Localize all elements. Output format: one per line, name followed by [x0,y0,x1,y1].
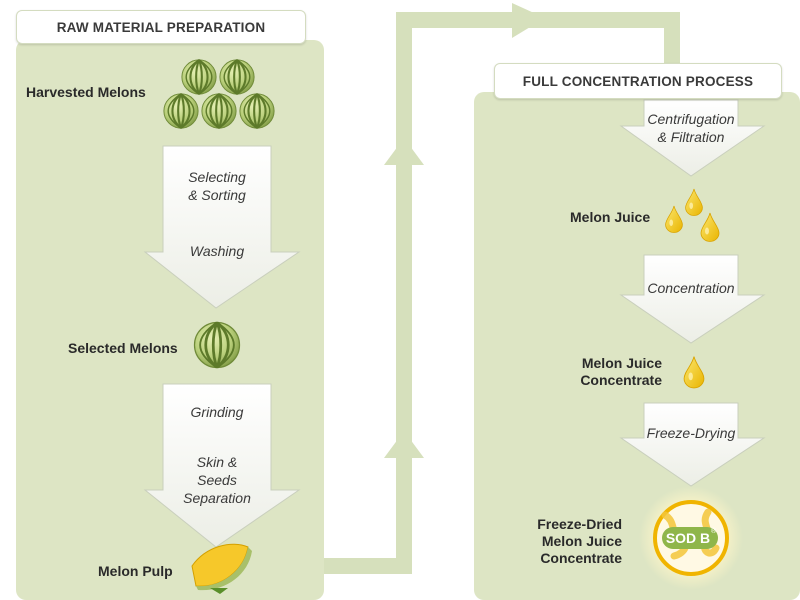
freeze-label-line2: Melon Juice [541,533,622,549]
arrow-concentration [619,254,766,344]
connector-arrowhead-top [512,3,545,38]
step-centrifugation-line2: & Filtration [657,129,725,145]
step-concentration: Concentration [647,280,735,296]
arrow-selecting-washing [143,145,301,309]
selected-melon-icon [193,321,241,369]
concentrate-label-line2: Concentrate [580,372,662,388]
connector-arrowhead-upper [384,138,424,165]
concentrate-drop-icon [683,356,705,389]
sodb-badge-icon: SOD B ® [639,486,743,590]
connector-arrowhead-lower [384,431,424,458]
selected-melons-label: Selected Melons [68,340,178,356]
step-centrifugation-filtration: Centrifugation & Filtration [630,110,752,146]
raw-material-preparation-title: RAW MATERIAL PREPARATION [16,10,306,44]
melon-juice-concentrate-label: Melon Juice Concentrate [570,355,662,389]
harvested-melons-icon [162,58,276,130]
step-selecting-line2: & Sorting [188,187,246,203]
sodb-registered-mark: ® [711,527,717,535]
freeze-label-line3: Concentrate [540,550,622,566]
melon-juice-label: Melon Juice [570,209,651,225]
harvested-melons-label: Harvested Melons [26,84,146,100]
step-skin-line3: Separation [183,490,251,506]
step-washing: Washing [189,243,245,259]
step-skin-line2: Seeds [197,472,237,488]
sodb-badge-text: SOD B [666,530,710,546]
step-skin-seeds-separation: Skin & Seeds Separation [163,453,271,507]
step-grinding: Grinding [190,404,244,420]
melon-juice-drops-icon [665,188,720,242]
step-freeze-drying: Freeze-Drying [646,425,736,441]
melon-pulp-icon [191,543,252,594]
concentrate-label-line1: Melon Juice [581,355,662,371]
step-selecting-sorting: Selecting & Sorting [163,168,271,204]
freeze-label-line1: Freeze-Dried [537,516,622,532]
step-selecting-line1: Selecting [188,169,246,185]
full-concentration-process-title: FULL CONCENTRATION PROCESS [494,63,782,99]
arrow-freeze-drying [619,402,766,487]
full-concentration-panel [474,92,800,600]
arrow-centrifugation [619,99,766,177]
connector-line [324,12,680,574]
step-skin-line1: Skin & [196,454,238,470]
freeze-dried-concentrate-label: Freeze-Dried Melon Juice Concentrate [530,516,622,567]
melon-pulp-label: Melon Pulp [98,563,173,579]
arrow-grinding-separation [143,383,301,548]
step-centrifugation-line1: Centrifugation [647,111,735,127]
